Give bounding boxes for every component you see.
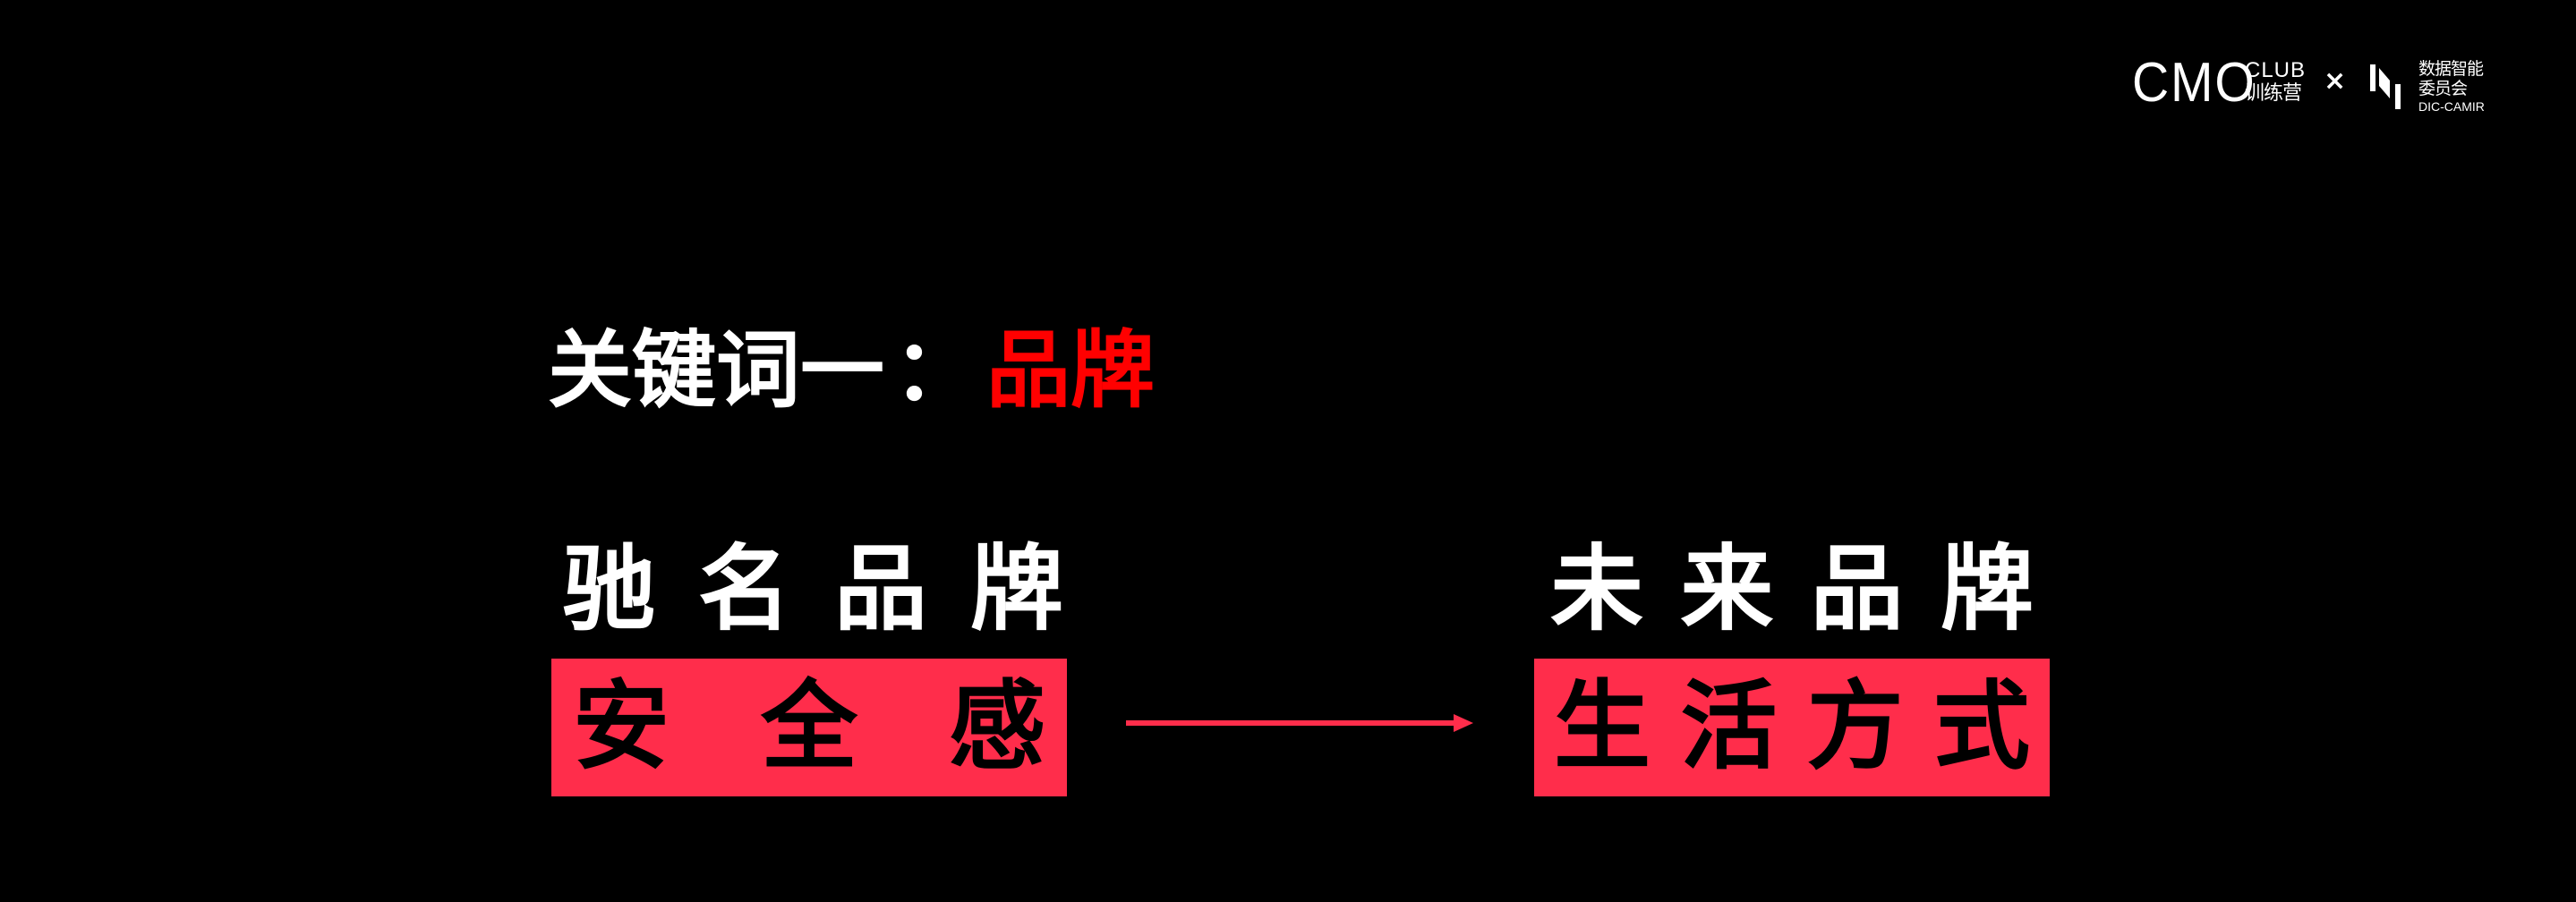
brand-camp-text: 训练营 — [2245, 82, 2302, 105]
right-title-char-1: 未 — [1550, 534, 1644, 643]
left-title-char-4: 牌 — [969, 534, 1063, 643]
times-icon: × — [2324, 65, 2347, 97]
headline-colon: ： — [893, 322, 978, 420]
left-title-char-3: 品 — [833, 534, 927, 643]
right-title-char-4: 牌 — [1940, 534, 2034, 643]
partner-text-stack: 数据智能 委员会 DIC-CAMIR — [2418, 59, 2508, 115]
partner-line-1: 数据智能 — [2418, 59, 2484, 79]
brand-primary-text: CMO — [2132, 52, 2256, 114]
brand-club-stack: CLUB 训练营 — [2245, 58, 2307, 106]
partner-code: DIC-CAMIR — [2418, 99, 2485, 114]
left-title-char-2: 名 — [697, 534, 791, 643]
left-column-title: 驰 名 品 牌 — [562, 535, 1063, 642]
headline: 关键词一：品牌 — [548, 322, 1155, 421]
right-title-char-2: 来 — [1680, 534, 1774, 643]
right-tag-char-1: 生 — [1554, 671, 1651, 783]
brand-club-text: CLUB — [2245, 58, 2307, 82]
right-tag-box: 生 活 方 式 — [1534, 659, 2050, 796]
partner-line-2: 委员会 — [2418, 79, 2468, 98]
left-tag-box: 安 全 感 — [551, 659, 1067, 796]
arrow-right-icon — [1126, 714, 1473, 732]
right-title-char-3: 品 — [1810, 534, 1904, 643]
dic-logo-icon — [2370, 64, 2401, 109]
right-tag-char-4: 式 — [1932, 671, 2030, 783]
right-column-title: 未 来 品 牌 — [1550, 535, 2034, 642]
left-tag-char-3: 感 — [948, 671, 1045, 783]
left-tag-char-1: 安 — [573, 671, 670, 783]
headline-lead: 关键词一 — [548, 322, 885, 420]
left-title-char-1: 驰 — [562, 534, 656, 643]
headline-keyword: 品牌 — [986, 322, 1156, 420]
right-tag-char-3: 方 — [1806, 671, 1904, 783]
right-tag-char-2: 活 — [1680, 671, 1778, 783]
left-tag-char-2: 全 — [760, 671, 857, 783]
